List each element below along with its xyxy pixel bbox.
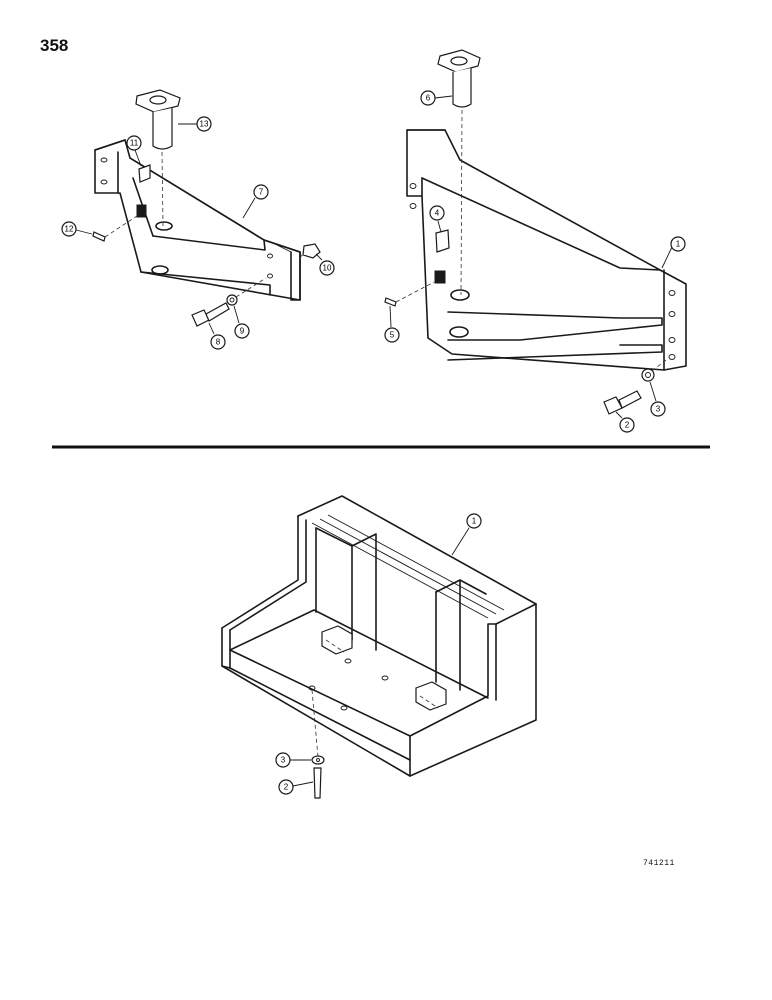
svg-text:13: 13 — [200, 120, 209, 129]
svg-text:3: 3 — [281, 756, 286, 765]
small-bracket — [92, 89, 321, 327]
svg-text:7: 7 — [259, 188, 264, 197]
callout-7: 7 — [242, 184, 269, 219]
svg-text:4: 4 — [435, 209, 440, 218]
svg-text:2: 2 — [284, 783, 289, 792]
svg-text:11: 11 — [130, 139, 139, 148]
callout-13: 13 — [178, 116, 212, 132]
svg-text:8: 8 — [216, 338, 221, 347]
callout-11: 11 — [126, 135, 142, 167]
callout-1-top: 1 — [661, 236, 686, 269]
callout-4: 4 — [429, 205, 445, 233]
svg-text:2: 2 — [625, 421, 630, 430]
callout-6: 6 — [420, 90, 453, 106]
svg-text:12: 12 — [65, 225, 74, 234]
battery-tray — [221, 495, 537, 799]
callout-10: 10 — [315, 253, 335, 276]
callout-3-bottom: 3 — [275, 752, 311, 768]
svg-text:6: 6 — [426, 94, 431, 103]
callout-5: 5 — [384, 305, 400, 343]
callout-2-top: 2 — [615, 411, 635, 433]
callout-8: 8 — [208, 322, 226, 350]
svg-text:10: 10 — [323, 264, 332, 273]
callout-1-bottom: 1 — [451, 513, 482, 556]
callout-9: 9 — [233, 305, 250, 339]
page-number: 358 — [40, 36, 69, 55]
callout-12: 12 — [61, 221, 93, 237]
svg-text:1: 1 — [676, 240, 681, 249]
large-bracket — [384, 49, 687, 415]
svg-text:3: 3 — [656, 405, 661, 414]
figure-code: 741211 — [643, 859, 675, 868]
svg-text:1: 1 — [472, 517, 477, 526]
svg-text:5: 5 — [390, 331, 395, 340]
callout-2-bottom: 2 — [278, 779, 314, 795]
svg-text:9: 9 — [240, 327, 245, 336]
callout-3-top: 3 — [649, 381, 666, 417]
